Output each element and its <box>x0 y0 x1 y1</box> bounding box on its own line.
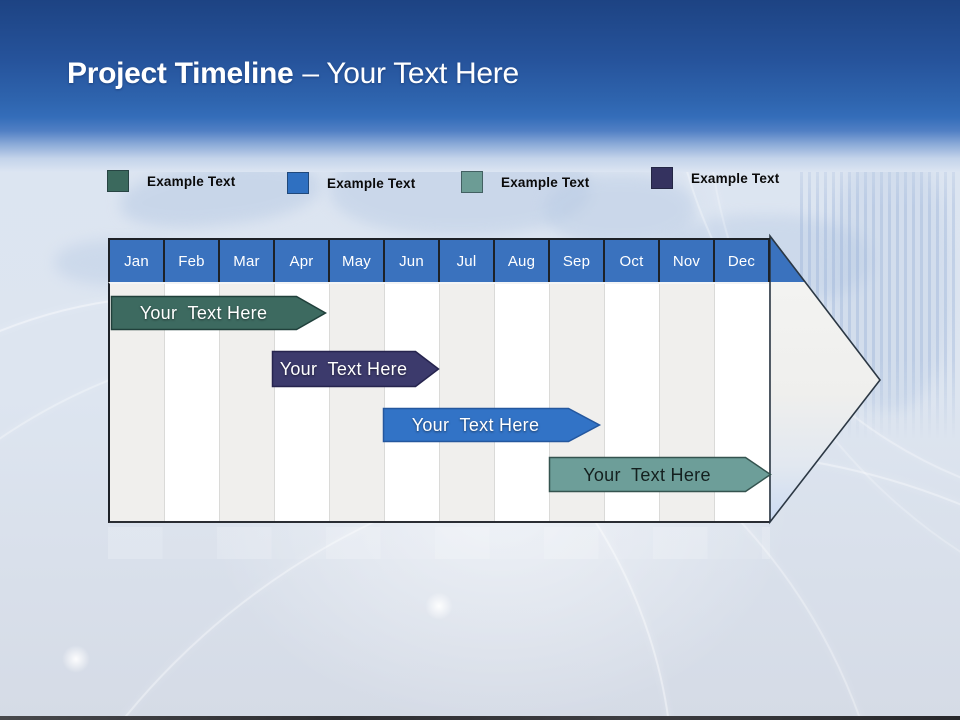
header-gradient-band <box>0 0 960 172</box>
month-cell: Mar <box>220 240 273 282</box>
timeline-bar-shape <box>271 350 440 388</box>
slide-title: Project Timeline– Your Text Here <box>67 56 519 92</box>
light-dot <box>62 645 90 673</box>
legend-label: Example Text <box>147 173 236 189</box>
legend-swatch <box>461 171 483 193</box>
legend-item: Example Text <box>461 170 589 194</box>
month-cell: Apr <box>275 240 328 282</box>
month-cell: Jun <box>385 240 438 282</box>
month-cell: Nov <box>660 240 713 282</box>
month-cell: Sep <box>550 240 603 282</box>
timeline-bar: Your Text Here <box>548 456 773 494</box>
timeline-bar-shape <box>382 407 602 443</box>
timeline-bar-label: Your Text Here <box>139 302 268 323</box>
month-cell: Feb <box>165 240 218 282</box>
month-cell: Jul <box>440 240 493 282</box>
legend-swatch <box>107 170 129 192</box>
month-cell: May <box>330 240 383 282</box>
timeline-bar-label: Your Text Here <box>583 464 711 485</box>
month-header-row: Jan Feb Mar Apr May Jun Jul Aug Sep Oct … <box>108 238 770 282</box>
legend-item: Example Text <box>287 171 415 195</box>
month-cell: Dec <box>715 240 768 282</box>
slide-title-main: Project Timeline <box>67 57 294 90</box>
timeline-bar-shape <box>110 295 328 331</box>
legend-label: Example Text <box>691 170 780 186</box>
timeline-bar: Your Text Here <box>382 407 602 443</box>
timeline-bar-label: Your Text Here <box>411 414 540 435</box>
month-cell: Jan <box>110 240 163 282</box>
timeline-end-arrow <box>769 233 882 525</box>
legend-item: Example Text <box>107 169 235 193</box>
legend-label: Example Text <box>327 175 416 191</box>
timeline-bar: Your Text Here <box>271 350 441 388</box>
slide-bottom-edge <box>0 716 960 720</box>
timeline-bar-label: Your Text Here <box>279 358 408 379</box>
legend-swatch <box>651 167 673 189</box>
timeline-bar-shape <box>548 456 772 493</box>
table-reflection <box>108 527 770 559</box>
month-cell: Aug <box>495 240 548 282</box>
legend-swatch <box>287 172 309 194</box>
light-dot <box>425 592 453 620</box>
timeline-bar: Your Text Here <box>110 295 328 331</box>
slide-title-subtitle: – Your Text Here <box>302 57 519 90</box>
month-cell: Oct <box>605 240 658 282</box>
legend-label: Example Text <box>501 174 590 190</box>
legend-item: Example Text <box>651 166 779 190</box>
